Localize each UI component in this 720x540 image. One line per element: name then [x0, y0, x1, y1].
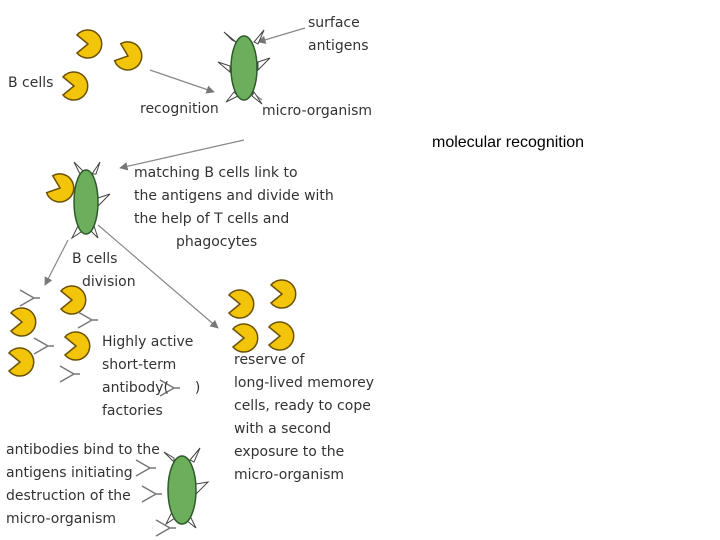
micro-organism-icon	[70, 161, 111, 240]
memory-b-cell-icon	[270, 279, 297, 309]
micro-organism-icon	[163, 447, 210, 529]
label-line: short-term	[102, 357, 177, 373]
label-line: micro-organism	[6, 511, 117, 527]
b-cell-icon	[10, 307, 37, 337]
label-line: antibody()	[102, 377, 200, 400]
label-line: exposure to the	[234, 444, 345, 460]
label-line: phagocytes	[176, 234, 258, 250]
b-cell-icon	[62, 71, 89, 101]
antibody-word: antibody(	[102, 380, 169, 396]
label-line: the help of T cells and	[134, 211, 290, 227]
memory-b-cell-icon	[232, 323, 259, 353]
label-line: Highly active	[102, 334, 194, 350]
factories-description: Highly active short-term antibody() fact…	[102, 331, 200, 423]
label-line: matching B cells link to	[134, 165, 298, 181]
recognition-label: recognition	[140, 101, 219, 117]
arrow-b-cells-to-recognition	[149, 69, 215, 94]
label-line: long-lived memorey	[234, 375, 375, 391]
b-cell-icon	[112, 38, 147, 75]
label-line: antigens	[308, 38, 369, 54]
label-line: factories	[102, 403, 163, 419]
page-title: molecular recognition	[432, 134, 585, 151]
micro-organism-icon	[217, 29, 271, 105]
label-line: antigens initiating	[6, 465, 133, 481]
antibody-icon	[19, 289, 41, 307]
b-cell-icon	[8, 347, 35, 377]
arrow-antigens-pointer	[257, 27, 306, 44]
matching-description: matching B cells link to the antigens an…	[134, 162, 334, 254]
label-line: B cells	[72, 251, 118, 267]
antibodies-bind-description: antibodies bind to the antigens initiati…	[6, 439, 160, 531]
label-line: the antigens and divide with	[134, 188, 334, 204]
label-line: cells, ready to cope	[234, 398, 371, 414]
antibody-icon	[33, 337, 55, 355]
memory-b-cell-icon	[268, 321, 295, 351]
micro-organism-label: micro-organism	[262, 103, 373, 119]
b-cell-icon	[44, 170, 79, 207]
antibody-icon	[77, 311, 99, 329]
memory-b-cell-icon	[228, 289, 255, 319]
antibody-icon	[59, 365, 81, 383]
label-line: division	[82, 274, 136, 290]
division-label: B cells division	[72, 248, 136, 294]
label-line: destruction of the	[6, 488, 131, 504]
surface-antigens-label: surface antigens	[308, 12, 369, 58]
memory-cells-description: reserve of long-lived memorey cells, rea…	[234, 349, 374, 487]
label-line: antibodies bind to the	[6, 442, 160, 458]
arrow-recognition-to-matching	[119, 139, 245, 171]
label-line: with a second	[234, 421, 332, 437]
arrow-to-factories	[44, 239, 69, 286]
label-line: reserve of	[234, 352, 305, 368]
label-line: micro-organism	[234, 467, 345, 483]
label-line: surface	[308, 15, 360, 31]
arrow-to-memory-cells	[97, 224, 219, 329]
b-cell-icon	[64, 331, 91, 361]
b-cell-icon	[76, 29, 103, 59]
closing-paren: )	[194, 380, 201, 396]
b-cells-label: B cells	[8, 75, 54, 91]
